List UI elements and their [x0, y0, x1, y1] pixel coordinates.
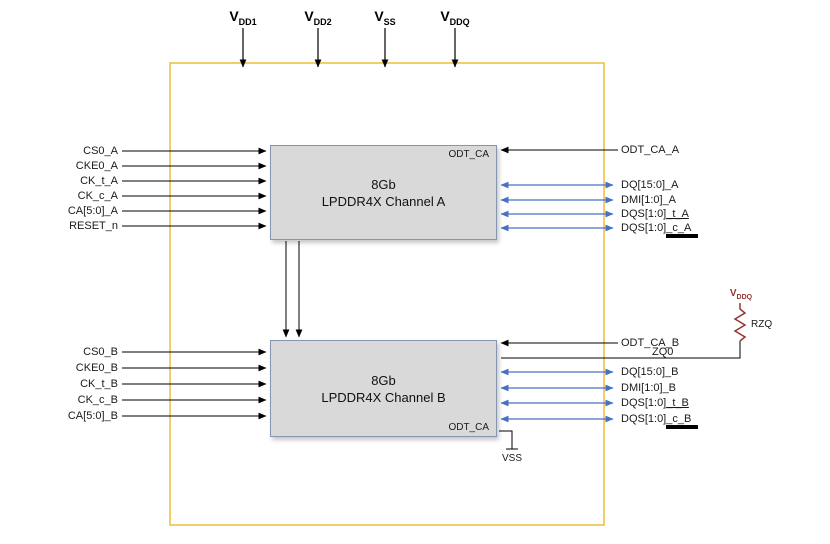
channel-a-to-b-arrows [282, 241, 303, 338]
dqs-t-b-tail: _t_B [666, 397, 689, 409]
signal-label-dqs-c-b: DQS[1:0]_c_B [621, 412, 699, 429]
vddq-rail-main: V [729, 288, 737, 299]
vddq-main: V [440, 8, 450, 24]
power-supply-arrows [239, 28, 459, 68]
vss-ground-label: VSS [501, 453, 523, 464]
dqs-t-b-base: DQS[1:0] [621, 397, 667, 409]
odt-ca-arrows [500, 146, 618, 347]
dqs-c-a-base: DQS[1:0] [621, 222, 667, 234]
channel-a-input-arrows [122, 147, 267, 230]
vdd1-sub: DD1 [238, 16, 257, 27]
vss-main: V [374, 8, 384, 24]
signal-label-dq-b: DQ[15:0]_B [621, 366, 679, 378]
channel-a-block: 8Gb LPDDR4X Channel A ODT_CA [270, 145, 497, 240]
channel-b-input-arrows [122, 348, 267, 420]
vdd2-sub: DD2 [313, 16, 332, 27]
package-outline [169, 62, 605, 526]
dqs-t-a-tail: _t_A [666, 208, 689, 220]
signal-label-reset-n: RESET_n [69, 220, 118, 232]
channel-b-density: 8Gb [371, 372, 396, 388]
channel-b-title: LPDDR4X Channel B [321, 389, 446, 405]
signal-label-ck-t-b: CK_t_B [80, 378, 118, 390]
signal-label-dmi-a: DMI[1:0]_A [621, 194, 677, 206]
signal-label-odt-ca-a: ODT_CA_A [621, 144, 680, 156]
signal-label-ck-t-a: CK_t_A [80, 175, 118, 187]
signal-label-odt-ca-b: ODT_CA_B [621, 337, 680, 349]
vddq-sub: DDQ [449, 16, 470, 27]
dqs-c-b-tail: _c_B [666, 413, 699, 429]
signal-label-dqs-t-b: DQS[1:0]_t_B [621, 396, 689, 410]
zq0-rzq-network [501, 303, 747, 359]
signal-label-dq-a: DQ[15:0]_A [621, 179, 679, 191]
vss-tie [499, 430, 518, 450]
dqs-t-a-base: DQS[1:0] [621, 208, 667, 220]
power-pin-vddq: VDDQ [440, 8, 469, 27]
power-pin-vss: VSS [374, 8, 395, 27]
dqs-c-a-tail: _c_A [666, 222, 699, 238]
signal-label-ck-c-a: CK_c_A [77, 190, 118, 202]
signal-label-ck-c-b: CK_c_B [77, 394, 118, 406]
signal-label-dqs-t-a: DQS[1:0]_t_A [621, 207, 689, 221]
rzq-resistor-label: RZQ [751, 319, 773, 330]
power-pin-vdd1: VDD1 [229, 8, 256, 27]
signal-label-cke0-a: CKE0_A [75, 160, 118, 172]
vdd1-main: V [229, 8, 239, 24]
signal-label-dmi-b: DMI[1:0]_B [621, 382, 677, 394]
vddq-rail-sub: DDQ [736, 294, 753, 301]
channel-a-odt-ca-pin: ODT_CA [448, 149, 489, 160]
signal-label-cke0-b: CKE0_B [75, 362, 118, 374]
channel-b-data-arrows [500, 368, 614, 423]
rzq-resistor-symbol [733, 303, 747, 342]
signal-label-cs0-a: CS0_A [83, 145, 118, 157]
signal-label-ca-b: CA[5:0]_B [67, 410, 118, 422]
dqs-c-b-base: DQS[1:0] [621, 413, 667, 425]
channel-b-block: 8Gb LPDDR4X Channel B ODT_CA [270, 340, 497, 437]
power-pin-vdd2: VDD2 [304, 8, 331, 27]
signal-label-ca-a: CA[5:0]_A [67, 205, 118, 217]
signal-label-cs0-b: CS0_B [83, 346, 118, 358]
vddq-rail-label: VDDQ [730, 288, 752, 301]
channel-a-density: 8Gb [371, 176, 396, 192]
channel-b-odt-ca-pin: ODT_CA [448, 422, 489, 433]
vss-sub: SS [383, 16, 396, 27]
channel-a-data-arrows [500, 181, 614, 232]
zq0-pin-label: ZQ0 [652, 346, 674, 358]
vdd2-main: V [304, 8, 314, 24]
signal-label-dqs-c-a: DQS[1:0]_c_A [621, 221, 699, 238]
channel-a-title: LPDDR4X Channel A [321, 193, 446, 209]
